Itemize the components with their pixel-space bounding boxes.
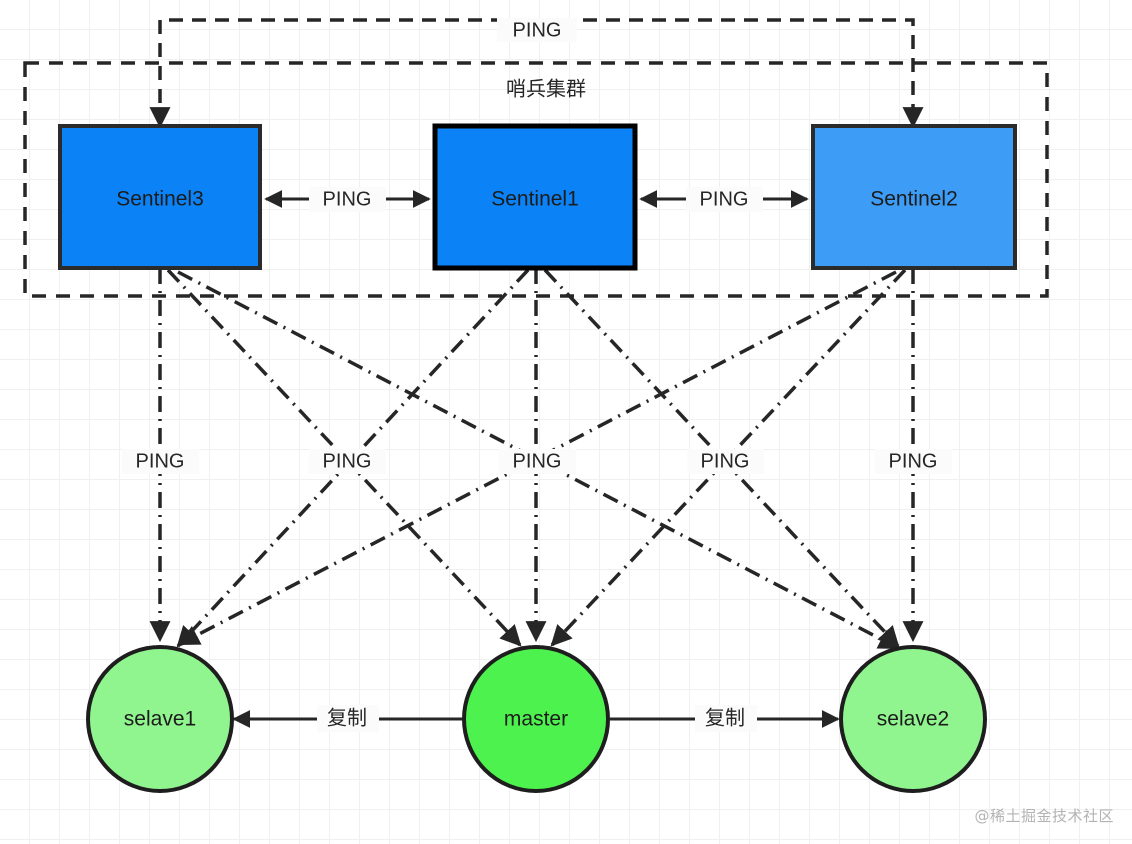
selave1-circle[interactable] — [86, 645, 234, 793]
redis-node-selave1[interactable]: selave1 — [86, 645, 234, 793]
sentinel1-box[interactable] — [432, 123, 638, 271]
label-ping-s1-s2: PING — [686, 187, 763, 212]
sentinel2-box[interactable] — [811, 124, 1017, 270]
edge-sentinel2-selave1-ping — [178, 270, 897, 646]
master-label: master — [504, 708, 568, 731]
label-ping-col-5: PING — [875, 449, 952, 474]
sentinel2-label: Sentinel2 — [870, 188, 958, 211]
label-ping-top: PING — [497, 18, 577, 42]
label-ping-s3-s1: PING — [309, 187, 386, 212]
label-ping-col-4: PING — [687, 449, 764, 474]
selave2-label: selave2 — [877, 708, 949, 731]
label-ping-col-2: PING — [309, 449, 386, 474]
sentinel-node-sentinel2[interactable]: Sentinel2 — [811, 124, 1017, 270]
sentinel3-box[interactable] — [58, 124, 262, 270]
label-ping-col-3: PING — [499, 449, 576, 474]
replicate-label-left: 复制 — [327, 706, 367, 729]
edge-sentinel3-selave2-ping — [177, 270, 900, 650]
ping-label-col-2: PING — [323, 450, 372, 472]
ping-label-col-3: PING — [513, 450, 562, 472]
replicate-label-right: 复制 — [705, 706, 745, 729]
sentinel-cluster-container — [23, 61, 1049, 298]
ping-label-top: PING — [513, 19, 562, 41]
ping-label-col-5: PING — [889, 450, 938, 472]
sentinel1-label: Sentinel1 — [491, 188, 579, 211]
sentinel3-label: Sentinel3 — [116, 188, 204, 211]
ping-label-sentinel3-sentinel1: PING — [323, 188, 372, 210]
sentinel-cluster-title: 哨兵集群 — [506, 77, 586, 100]
ping-label-col-1: PING — [136, 450, 185, 472]
label-ping-col-1: PING — [122, 449, 199, 474]
ping-label-col-4: PING — [701, 450, 750, 472]
sentinel-node-sentinel1[interactable]: Sentinel1 — [432, 123, 638, 271]
sentinel-node-sentinel3[interactable]: Sentinel3 — [58, 124, 262, 270]
master-circle[interactable] — [462, 645, 610, 793]
watermark: @稀土掘金技术社区 — [974, 807, 1114, 825]
redis-node-selave2[interactable]: selave2 — [839, 645, 987, 793]
edge-sentinel3-sentinel2-ping — [149, 18, 924, 129]
ping-label-sentinel1-sentinel2: PING — [700, 188, 749, 210]
label-replicate-left: 复制 — [317, 705, 379, 732]
redis-node-master[interactable]: master — [462, 645, 610, 793]
selave1-label: selave1 — [124, 708, 196, 731]
selave2-circle[interactable] — [839, 645, 987, 793]
label-replicate-right: 复制 — [695, 705, 757, 732]
